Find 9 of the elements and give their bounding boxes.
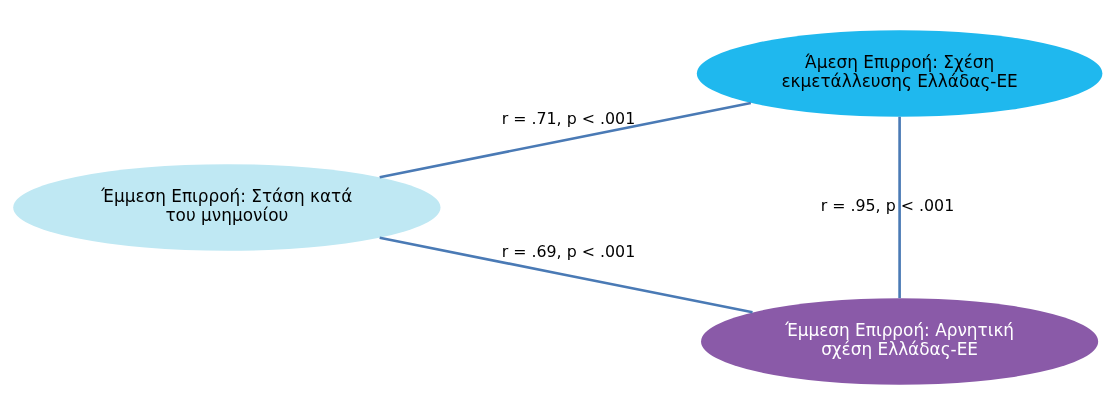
connector — [379, 236, 753, 314]
edge-label: r = .69, p < .001 — [501, 242, 636, 262]
edge-label: r = .95, p < .001 — [820, 196, 955, 216]
node-ellipse: Άμεση Επιρροή: Σχέση εκμετάλλευσης Ελλάδας-ΕΕ — [696, 30, 1103, 117]
edge-label: r = .71, p < .001 — [501, 109, 636, 129]
connector — [898, 116, 901, 299]
connector — [379, 101, 752, 179]
node-ellipse: Έμμεση Επιρροή: Στάση κατά του μνημονίου — [13, 164, 441, 251]
node-ellipse: Έμμεση Επιρροή: Αρνητική σχέση Ελλάδας-ΕΕ — [701, 298, 1099, 385]
